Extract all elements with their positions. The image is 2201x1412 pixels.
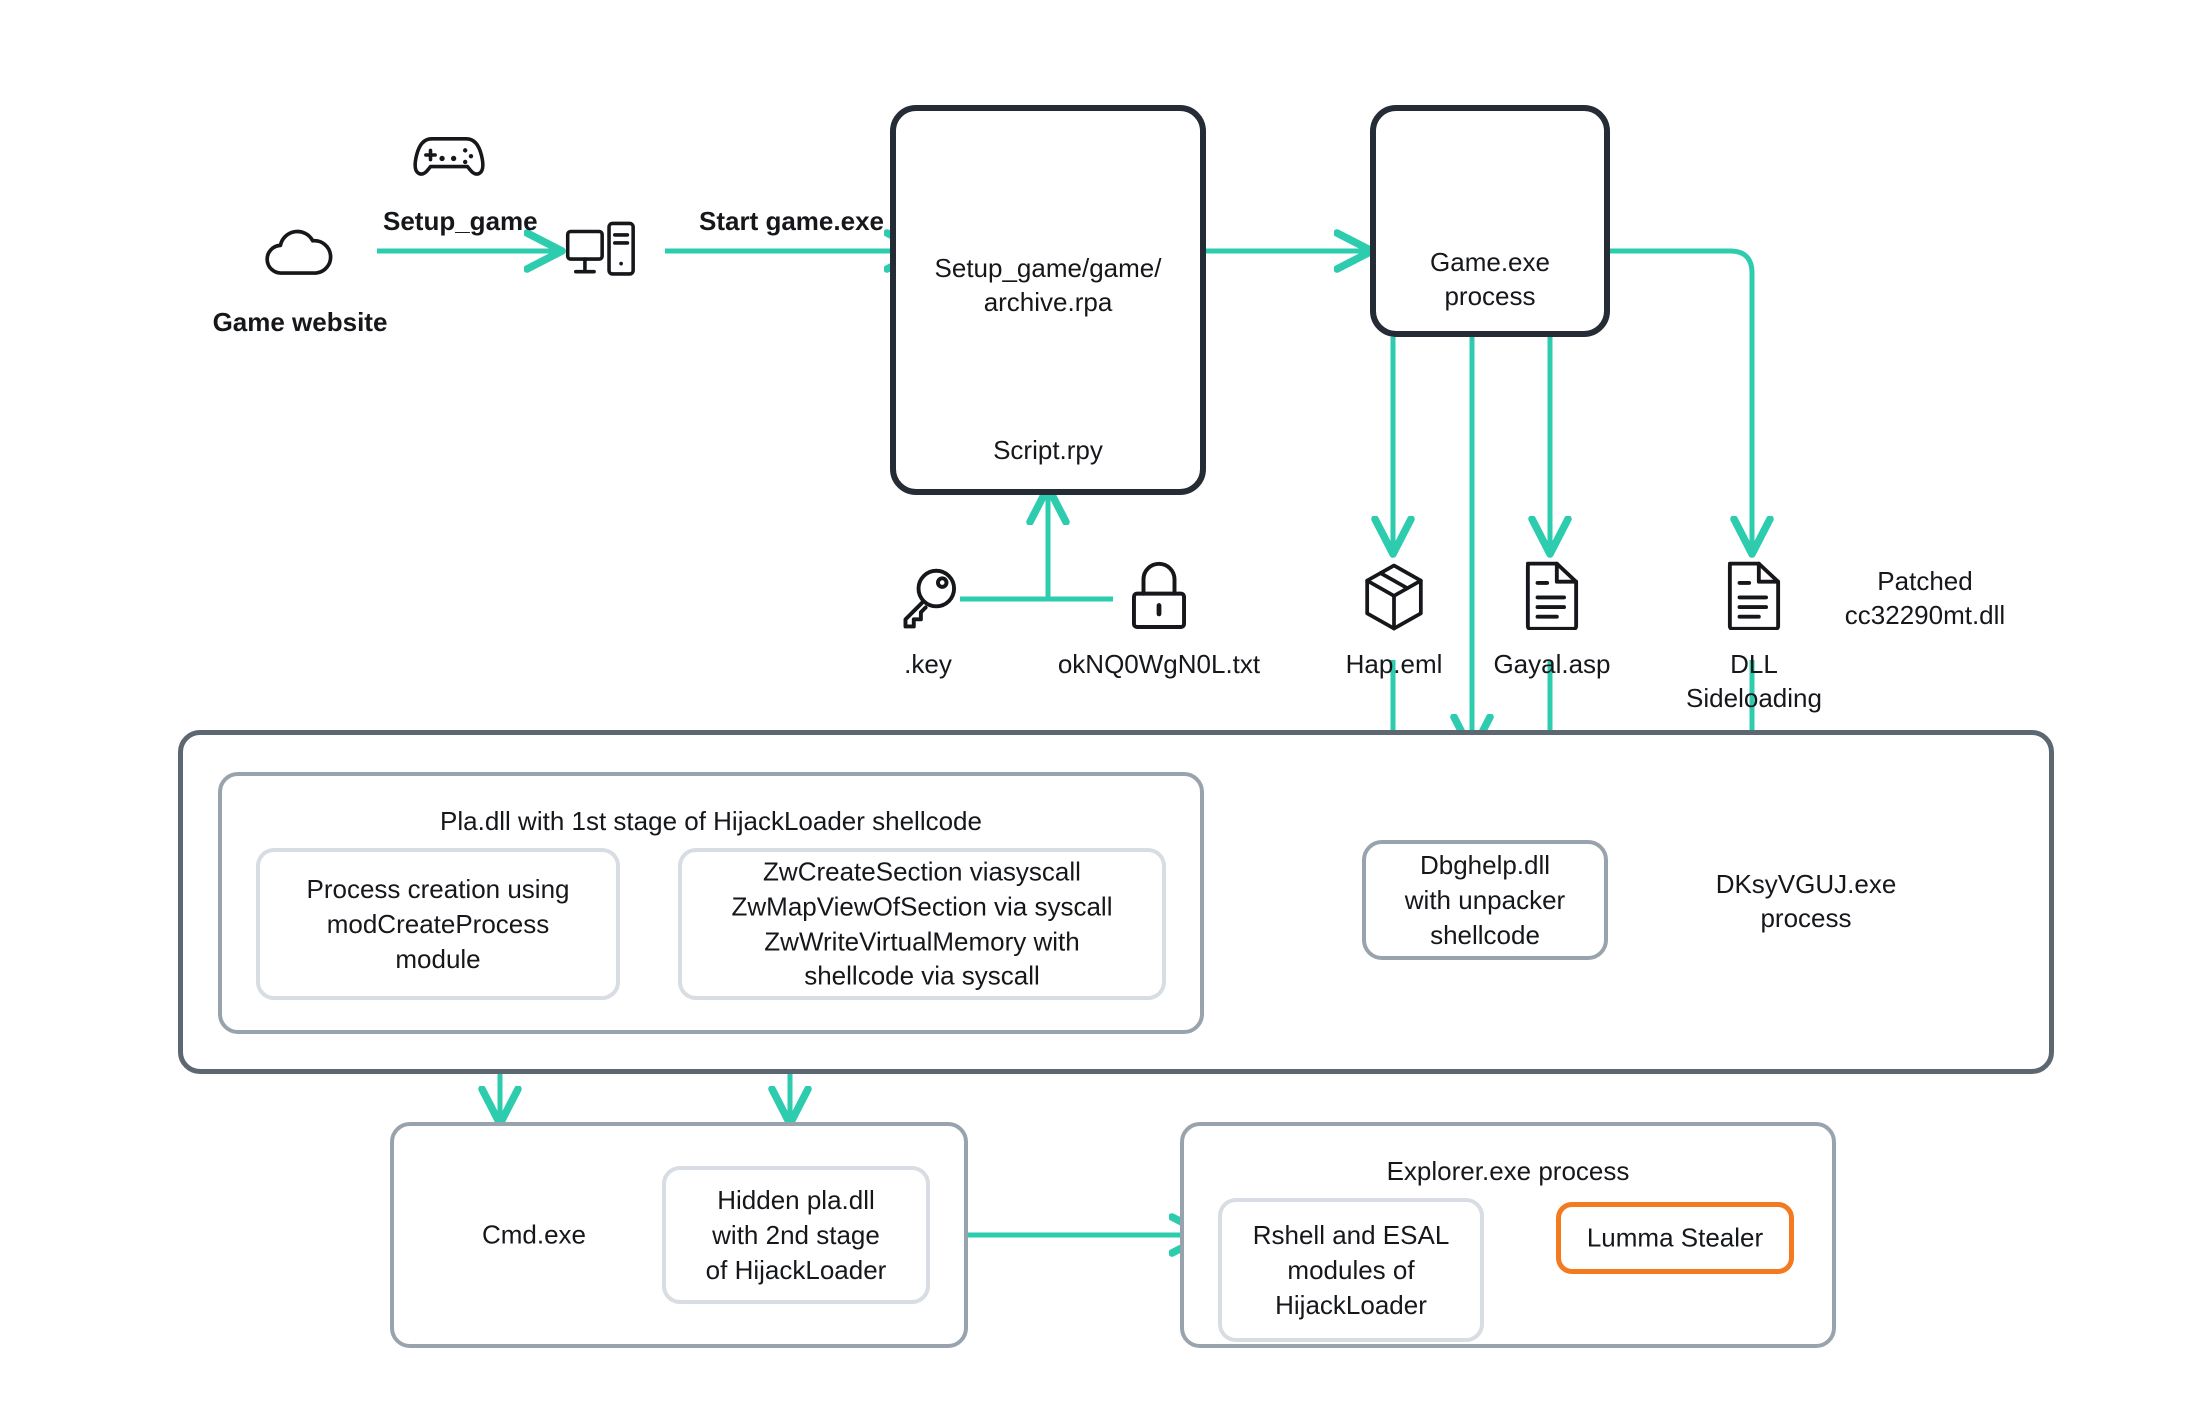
archive-rpa-label: Setup_game/game/ archive.rpa <box>934 253 1162 318</box>
edge-label-start-game-exe: Start game.exe <box>699 206 884 236</box>
setup-game-archive-box: Setup_game/game/ archive.rpa Script.rpy <box>890 105 1206 495</box>
lumma-stealer-box: Lumma Stealer <box>1556 1202 1794 1274</box>
document-icon <box>1523 560 1581 631</box>
game-exe-process-box: Game.exe process <box>1370 105 1610 337</box>
rshell-esal-box: Rshell and ESAL modules of HijackLoader <box>1218 1198 1484 1342</box>
pla-dll-group-label: Pla.dll with 1st stage of HijackLoader s… <box>440 806 982 836</box>
syscalls-label: ZwCreateSection viasyscall ZwMapViewOfSe… <box>731 856 1113 991</box>
dbghelp-dll-label: Dbghelp.dll with unpacker shellcode <box>1404 849 1566 950</box>
document-icon <box>1725 560 1783 631</box>
rshell-esal-label: Rshell and ESAL modules of HijackLoader <box>1252 1219 1450 1320</box>
hidden-pla-dll-label: Hidden pla.dll with 2nd stage of HijackL… <box>705 1184 887 1285</box>
hidden-pla-dll-box: Hidden pla.dll with 2nd stage of HijackL… <box>662 1166 930 1304</box>
cmd-exe-label: Cmd.exe <box>481 1219 587 1250</box>
game-exe-process-label: Game.exe process <box>1430 247 1550 312</box>
desktop-computer-icon <box>565 220 637 282</box>
cloud-icon <box>262 222 338 278</box>
process-creation-label: Process creation using modCreateProcess … <box>306 873 570 974</box>
key-file-label: .key <box>904 649 952 679</box>
hap-eml-label: Hap.eml <box>1345 649 1443 679</box>
dksyvguj-exe-label: DKsyVGUJ.exe process <box>1715 869 1897 933</box>
process-creation-box: Process creation using modCreateProcess … <box>256 848 620 1000</box>
okNQ0WgN0L-txt-label: okNQ0WgN0L.txt <box>1057 649 1261 679</box>
package-icon <box>1362 562 1426 632</box>
edge-label-setup-game: Setup_game <box>383 206 538 236</box>
padlock-icon <box>1128 560 1190 632</box>
syscalls-box: ZwCreateSection viasyscall ZwMapViewOfSe… <box>678 848 1166 1000</box>
dll-sideloading-label: DLL Sideloading <box>1686 649 1822 713</box>
dbghelp-dll-box: Dbghelp.dll with unpacker shellcode <box>1362 840 1608 960</box>
game-website-label: Game website <box>212 307 388 337</box>
key-icon <box>896 566 960 630</box>
script-rpy-label: Script.rpy <box>993 435 1103 465</box>
gayal-asp-label: Gayal.asp <box>1493 649 1611 679</box>
lumma-stealer-label: Lumma Stealer <box>1586 1222 1764 1253</box>
patched-dll-label: Patched cc32290mt.dll <box>1844 566 2006 630</box>
explorer-exe-process-label: Explorer.exe process <box>1386 1156 1630 1186</box>
gamepad-icon <box>412 128 486 182</box>
